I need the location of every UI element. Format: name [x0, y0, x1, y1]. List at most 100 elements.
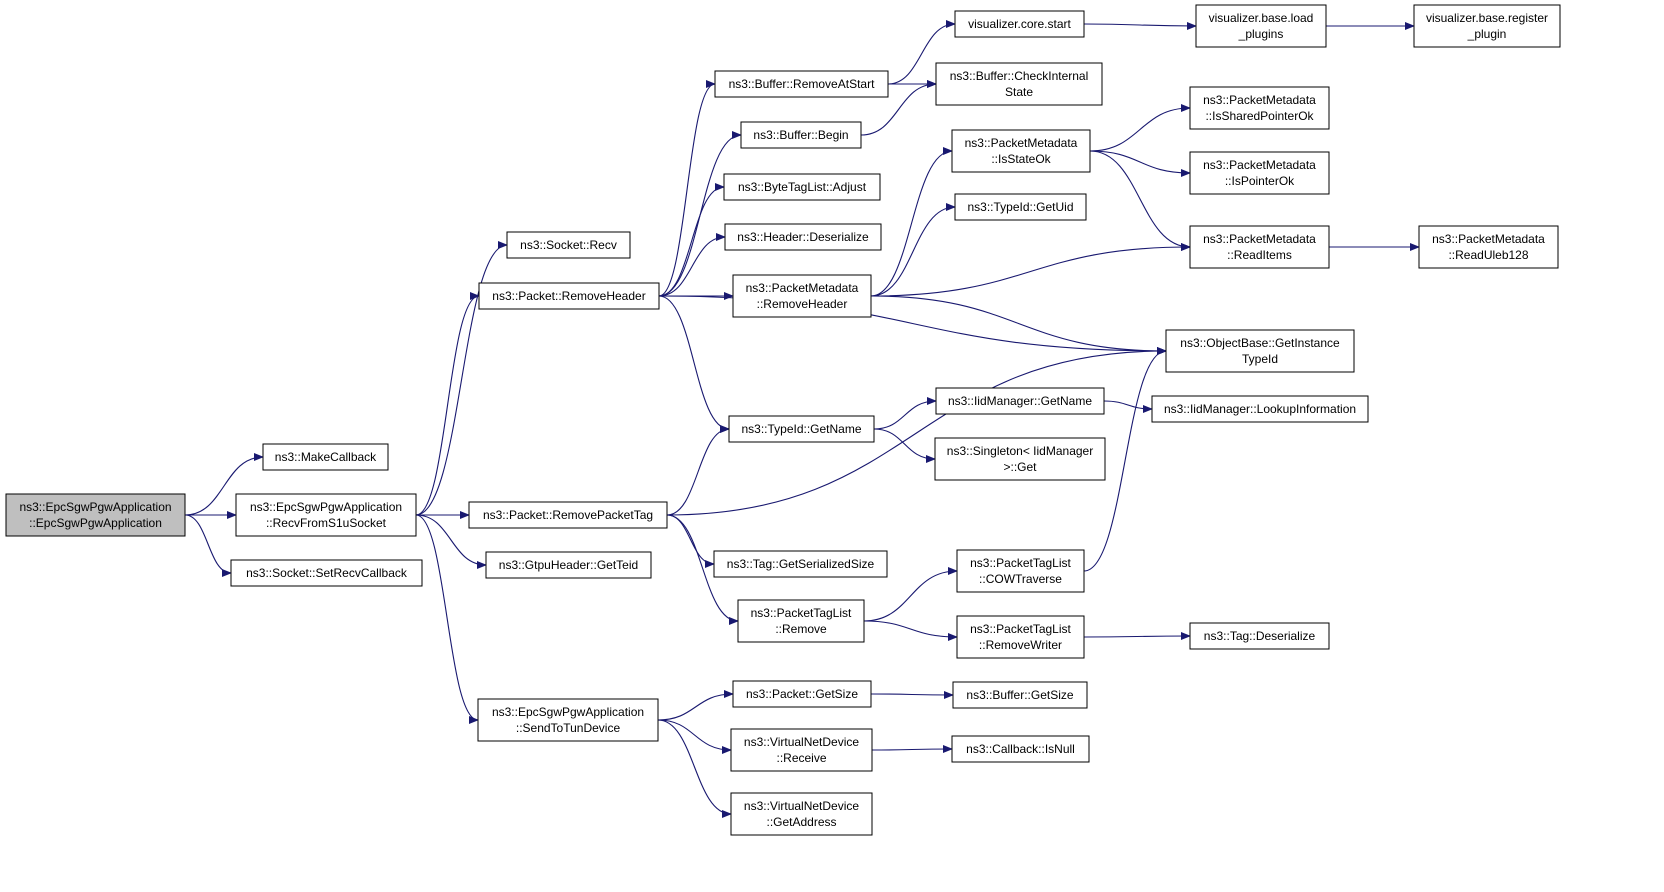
node-singleton_get[interactable]: ns3::Singleton< IidManager>::Get [934, 437, 1106, 481]
node-vnd_receive[interactable]: ns3::VirtualNetDevice::Receive [730, 728, 873, 772]
node-vnd_get_address[interactable]: ns3::VirtualNetDevice::GetAddress [730, 792, 873, 836]
node-box [732, 680, 872, 708]
node-box [1165, 329, 1355, 373]
node-ptl_remove[interactable]: ns3::PacketTagList::Remove [737, 599, 865, 643]
edge-recv_from_s1u-to-gtpu_get_teid [415, 514, 487, 569]
node-label-line: ns3::IidManager::LookupInformation [1164, 402, 1356, 416]
node-buffer_begin[interactable]: ns3::Buffer::Begin [740, 121, 862, 149]
node-gtpu_get_teid[interactable]: ns3::GtpuHeader::GetTeid [485, 551, 652, 579]
node-label-line: >::Get [1003, 460, 1037, 474]
edges-layer [184, 20, 1420, 818]
node-label-line: visualizer.base.load [1209, 11, 1314, 25]
node-box [230, 559, 423, 587]
node-label-line: ns3::PacketMetadata [1203, 93, 1316, 107]
edge-send_to_tun-to-vnd_get_address [657, 719, 732, 818]
node-label-line: ns3::MakeCallback [275, 450, 377, 464]
node-header_deserialize[interactable]: ns3::Header::Deserialize [724, 223, 882, 251]
node-recv_from_s1u[interactable]: ns3::EpcSgwPgwApplication::RecvFromS1uSo… [235, 493, 417, 537]
node-label-line: ns3::Buffer::Begin [753, 128, 848, 142]
node-root[interactable]: ns3::EpcSgwPgwApplication::EpcSgwPgwAppl… [5, 493, 186, 537]
edge-packet_remove_packet_tag-to-objectbase_get_instance_typeid [666, 347, 1167, 516]
node-typeid_get_name[interactable]: ns3::TypeId::GetName [728, 415, 875, 443]
node-label-line: ::RemoveHeader [757, 297, 848, 311]
node-label-line: ns3::Socket::SetRecvCallback [246, 566, 408, 580]
node-label-line: ns3::Tag::Deserialize [1204, 629, 1316, 643]
node-box [1413, 4, 1561, 48]
node-label-line: _plugins [1238, 27, 1284, 41]
node-label-line: visualizer.base.register [1426, 11, 1548, 25]
node-box [956, 615, 1085, 659]
node-box [1189, 86, 1330, 130]
node-viz_base_load_plugins[interactable]: visualizer.base.load _plugins [1195, 4, 1327, 48]
node-label-line: ::ReadUleb128 [1448, 248, 1528, 262]
node-send_to_tun[interactable]: ns3::EpcSgwPgwApplication::SendToTunDevi… [477, 698, 659, 742]
edge-viz_core_start-to-viz_base_load_plugins [1083, 21, 1197, 30]
node-label-line: ns3::EpcSgwPgwApplication [492, 705, 644, 719]
node-label-line: ::COWTraverse [979, 572, 1062, 586]
edge-pm_remove_header-to-pm_is_state_ok [870, 147, 953, 297]
node-label-line: visualizer.core.start [968, 17, 1071, 31]
node-label-line: ::EpcSgwPgwApplication [29, 516, 162, 530]
node-label-line: ns3::TypeId::GetUid [967, 200, 1073, 214]
node-buffer_get_size[interactable]: ns3::Buffer::GetSize [952, 681, 1088, 709]
node-socket_recv[interactable]: ns3::Socket::Recv [506, 231, 631, 259]
edge-packet_get_size-to-buffer_get_size [870, 690, 954, 699]
node-ptl_remove_writer[interactable]: ns3::PacketTagList::RemoveWriter [956, 615, 1085, 659]
node-label-line: ::Receive [776, 751, 826, 765]
node-box [956, 549, 1085, 593]
node-label-line: _plugin [1467, 27, 1507, 41]
node-iid_get_name[interactable]: ns3::IidManager::GetName [935, 387, 1105, 415]
node-set_recv_callback[interactable]: ns3::Socket::SetRecvCallback [230, 559, 423, 587]
node-box [934, 437, 1106, 481]
node-bytetaglist_adjust[interactable]: ns3::ByteTagList::Adjust [723, 173, 881, 201]
node-pm_is_pointer_ok[interactable]: ns3::PacketMetadata::IsPointerOk [1189, 151, 1330, 195]
node-iid_lookup_information[interactable]: ns3::IidManager::LookupInformation [1151, 395, 1369, 423]
node-label-line: ns3::Buffer::GetSize [966, 688, 1073, 702]
edge-recv_from_s1u-to-socket_recv [415, 241, 508, 516]
node-box [935, 387, 1105, 415]
node-viz_core_start[interactable]: visualizer.core.start [954, 10, 1085, 38]
node-pm_is_shared_pointer_ok[interactable]: ns3::PacketMetadata::IsSharedPointerOk [1189, 86, 1330, 130]
node-label-line: ns3::TypeId::GetName [741, 422, 861, 436]
node-box [952, 681, 1088, 709]
node-label-line: ns3::EpcSgwPgwApplication [19, 500, 171, 514]
node-tag_deserialize[interactable]: ns3::Tag::Deserialize [1189, 622, 1330, 650]
node-label-line: ns3::ObjectBase::GetInstance [1180, 336, 1340, 350]
node-ptl_cow_traverse[interactable]: ns3::PacketTagList::COWTraverse [956, 549, 1085, 593]
node-box [935, 62, 1103, 106]
node-label-line: ns3::Packet::RemovePacketTag [483, 508, 653, 522]
node-label-line: ns3::VirtualNetDevice [744, 735, 859, 749]
edge-pm_remove_header-to-objectbase_get_instance_typeid [870, 295, 1167, 355]
node-pm_read_items[interactable]: ns3::PacketMetadata::ReadItems [1189, 225, 1330, 269]
node-pm_read_uleb128[interactable]: ns3::PacketMetadata::ReadUleb128 [1418, 225, 1559, 269]
node-tag_get_serialized_size[interactable]: ns3::Tag::GetSerializedSize [713, 550, 888, 578]
node-box [728, 415, 875, 443]
node-packet_get_size[interactable]: ns3::Packet::GetSize [732, 680, 872, 708]
node-label-line: ::RemoveWriter [979, 638, 1062, 652]
node-typeid_get_uid[interactable]: ns3::TypeId::GetUid [954, 193, 1087, 221]
node-packet_remove_packet_tag[interactable]: ns3::Packet::RemovePacketTag [468, 501, 668, 529]
node-label-line: ns3::PacketMetadata [746, 281, 859, 295]
edge-ptl_remove-to-ptl_remove_writer [863, 620, 958, 641]
node-label-line: ::GetAddress [766, 815, 836, 829]
node-viz_base_register_plugin[interactable]: visualizer.base.register _plugin [1413, 4, 1561, 48]
node-label-line: ns3::Socket::Recv [520, 238, 617, 252]
node-box [5, 493, 186, 537]
node-make_callback[interactable]: ns3::MakeCallback [262, 443, 389, 471]
node-label-line: State [1005, 85, 1033, 99]
node-label-line: ::IsSharedPointerOk [1205, 109, 1314, 123]
node-box [954, 193, 1087, 221]
node-box [468, 501, 668, 529]
node-pm_remove_header[interactable]: ns3::PacketMetadata::RemoveHeader [732, 274, 872, 318]
node-packet_remove_header[interactable]: ns3::Packet::RemoveHeader [478, 282, 660, 310]
nodes-layer: ns3::EpcSgwPgwApplication::EpcSgwPgwAppl… [5, 4, 1561, 836]
node-pm_is_state_ok[interactable]: ns3::PacketMetadata::IsStateOk [951, 129, 1091, 173]
node-callback_is_null[interactable]: ns3::Callback::IsNull [951, 735, 1090, 763]
node-label-line: ::ReadItems [1227, 248, 1292, 262]
node-label-line: ::SendToTunDevice [516, 721, 621, 735]
node-box [262, 443, 389, 471]
node-buffer_remove_at_start[interactable]: ns3::Buffer::RemoveAtStart [714, 70, 889, 98]
